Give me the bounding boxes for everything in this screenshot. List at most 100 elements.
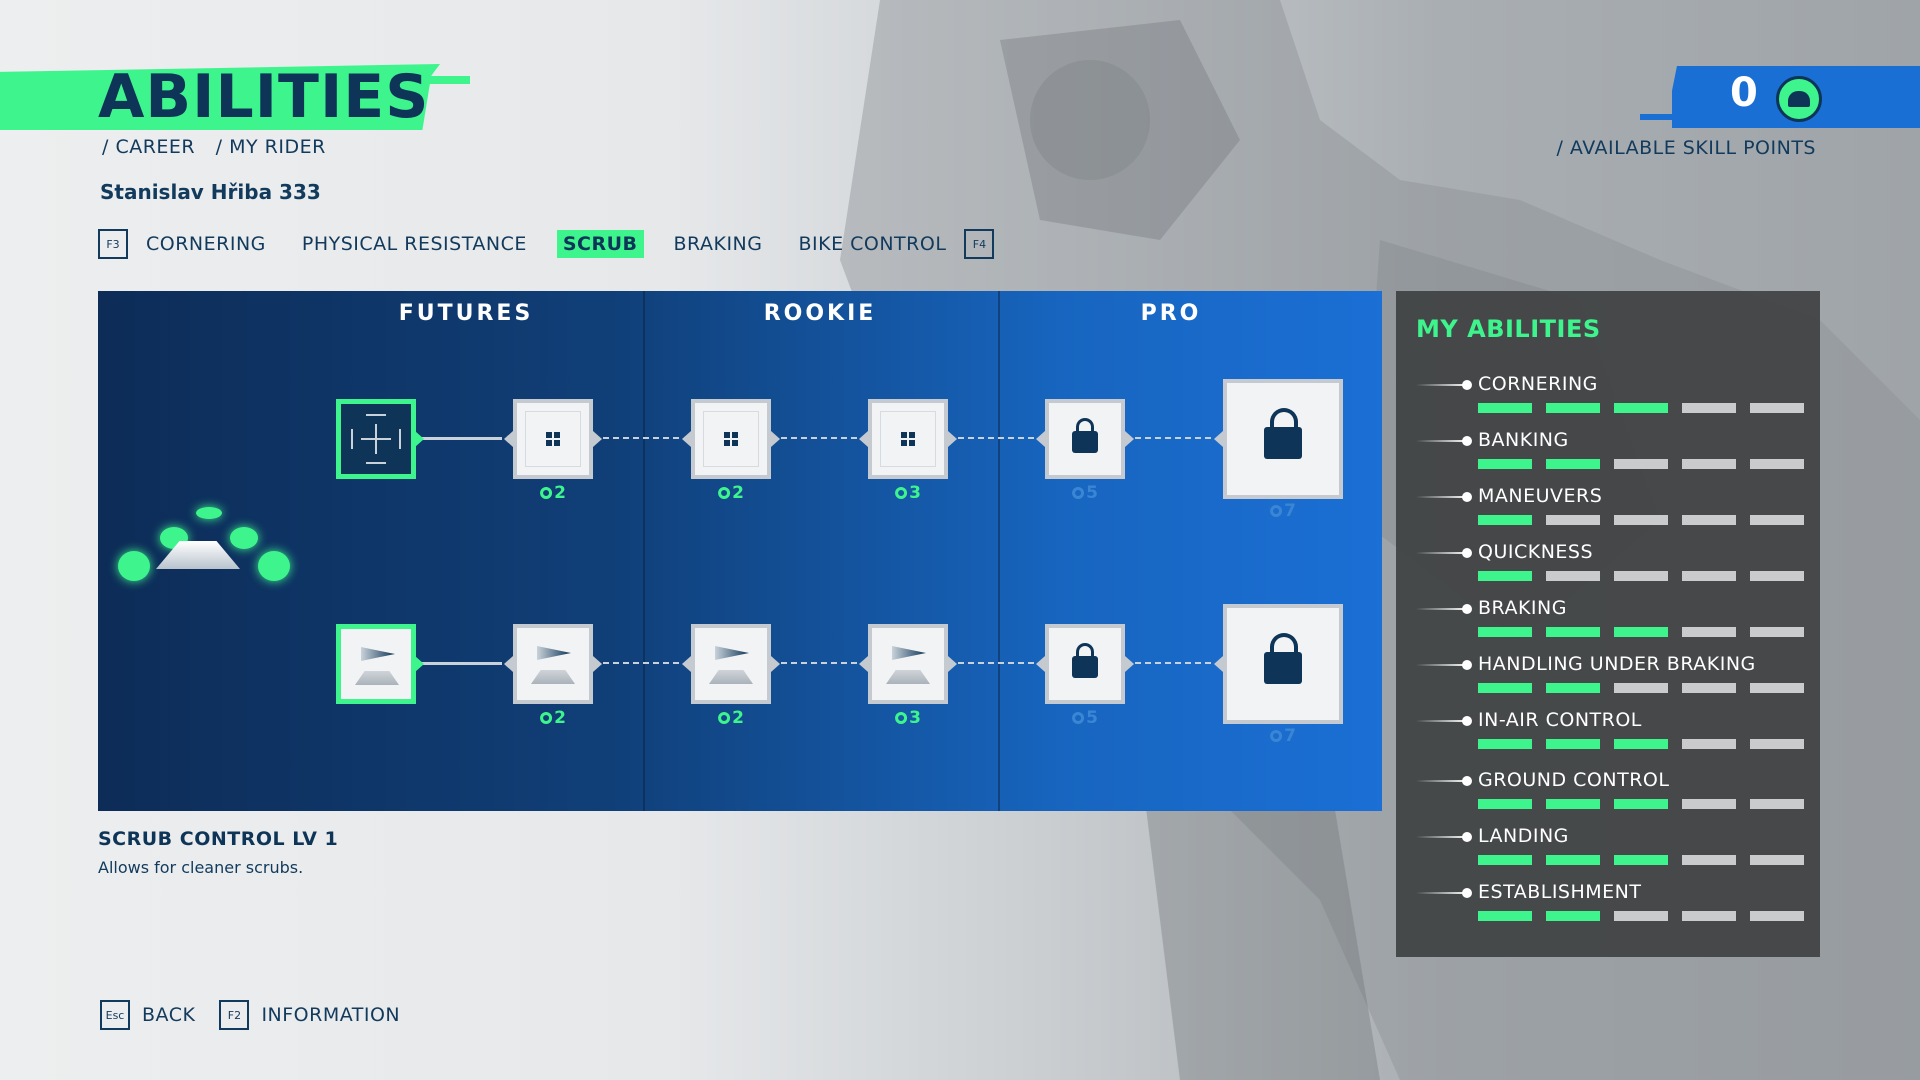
ability-name: HANDLING UNDER BRAKING — [1478, 653, 1756, 675]
scrub-jump-icon — [355, 643, 399, 687]
back-button[interactable]: BACK — [142, 1004, 196, 1026]
pointer-icon — [1416, 492, 1472, 502]
ramp-shape — [886, 670, 930, 684]
pointer-icon — [1416, 436, 1472, 446]
skill-node-precision-1[interactable] — [336, 399, 424, 479]
node-arrow — [504, 656, 513, 672]
f2-key-hint[interactable]: F2 — [219, 1000, 250, 1030]
skill-point-icon — [1072, 487, 1085, 499]
skill-point-icon — [895, 487, 908, 499]
node-arrow — [1125, 656, 1134, 672]
column-divider — [643, 291, 645, 811]
node-arrow — [682, 431, 691, 447]
skill-node-scrub-1[interactable] — [336, 624, 424, 704]
crosshair-icon — [901, 432, 915, 446]
indicator-dot — [118, 551, 150, 581]
rider-name: Stanislav Hřiba 333 — [100, 180, 321, 204]
scrub-category-icon — [118, 501, 290, 581]
skill-cost: 2 — [540, 708, 566, 728]
ability-name: CORNERING — [1478, 373, 1598, 395]
tab-bike-control[interactable]: BIKE CONTROL — [798, 233, 947, 255]
ability-level-segment — [1478, 911, 1532, 921]
tree-connector — [948, 437, 1034, 439]
ability-level-segment — [1614, 403, 1668, 413]
breadcrumb-my-rider: / MY RIDER — [215, 136, 326, 158]
ability-level-segment — [1682, 855, 1736, 865]
node-arrow — [771, 656, 780, 672]
frame-corners — [351, 414, 401, 464]
ability-level-segment — [1478, 739, 1532, 749]
tab-physical-resistance[interactable]: PHYSICAL RESISTANCE — [301, 233, 527, 255]
ability-row: BANKING — [1396, 427, 1820, 479]
ability-name: ESTABLISHMENT — [1478, 881, 1642, 903]
skill-point-icon — [718, 487, 731, 499]
my-abilities-title: MY ABILITIES — [1416, 315, 1601, 343]
ability-level-segment — [1478, 459, 1532, 469]
ability-level-segment — [1682, 739, 1736, 749]
ability-level-segment — [1682, 911, 1736, 921]
skill-node-precision-2[interactable] — [504, 399, 602, 479]
ability-name: IN-AIR CONTROL — [1478, 709, 1642, 731]
flag-shape — [537, 646, 571, 660]
node-arrow — [859, 431, 868, 447]
ability-row: BRAKING — [1396, 595, 1820, 647]
pointer-icon — [1416, 832, 1472, 842]
flag-shape — [892, 646, 926, 660]
tree-connector — [1125, 662, 1211, 664]
ability-name: GROUND CONTROL — [1478, 769, 1670, 791]
lock-icon — [1072, 642, 1098, 678]
esc-key-hint[interactable]: Esc — [100, 1000, 130, 1030]
skill-cost: 2 — [718, 708, 744, 728]
tree-connector — [771, 662, 857, 664]
skill-points-stripe — [1640, 114, 1920, 120]
ramp-shape — [531, 670, 575, 684]
node-arrow — [504, 431, 513, 447]
skill-node-scrub-6[interactable] — [1214, 604, 1343, 724]
pointer-icon — [1416, 660, 1472, 670]
skill-cost-value: 2 — [732, 708, 744, 728]
lock-icon — [1264, 633, 1302, 685]
tree-connector — [416, 437, 502, 440]
ability-level-segment — [1614, 799, 1668, 809]
tab-cornering[interactable]: CORNERING — [146, 233, 266, 255]
node-arrow — [415, 656, 424, 672]
skill-node-scrub-2[interactable] — [504, 624, 602, 704]
f3-key-hint[interactable]: F3 — [98, 229, 128, 259]
skill-cost-value: 3 — [909, 483, 921, 503]
skill-node-scrub-3[interactable] — [682, 624, 780, 704]
ability-level-segment — [1478, 515, 1532, 525]
helmet-icon — [1776, 76, 1822, 122]
skill-points-value: 0 — [1730, 70, 1758, 116]
f4-key-hint[interactable]: F4 — [964, 229, 995, 259]
skill-cost-value: 5 — [1086, 483, 1098, 503]
skill-node-scrub-5[interactable] — [1036, 624, 1134, 704]
skill-node-precision-3[interactable] — [682, 399, 780, 479]
scrub-jump-icon — [709, 642, 753, 686]
skill-node-precision-5[interactable] — [1036, 399, 1134, 479]
ability-level-segment — [1546, 403, 1600, 413]
skill-cost: 2 — [540, 483, 566, 503]
ability-level-bars — [1478, 571, 1804, 581]
node-arrow — [771, 431, 780, 447]
ability-level-segment — [1478, 627, 1532, 637]
tab-braking[interactable]: BRAKING — [673, 233, 763, 255]
skill-cost: 5 — [1072, 483, 1098, 503]
ability-level-segment — [1750, 515, 1804, 525]
skill-point-icon — [1270, 505, 1283, 517]
node-arrow — [1036, 656, 1045, 672]
node-arrow — [593, 656, 602, 672]
ability-name: MANEUVERS — [1478, 485, 1603, 507]
frame-corners — [525, 411, 581, 467]
skill-node-scrub-4[interactable] — [859, 624, 957, 704]
skill-cost-value: 5 — [1086, 708, 1098, 728]
skill-node-precision-6[interactable] — [1214, 379, 1343, 499]
ability-level-segment — [1546, 571, 1600, 581]
ability-row: MANEUVERS — [1396, 483, 1820, 535]
ability-row: QUICKNESS — [1396, 539, 1820, 591]
tab-scrub[interactable]: SCRUB — [556, 230, 644, 258]
information-button[interactable]: INFORMATION — [261, 1004, 401, 1026]
ability-level-segment — [1614, 571, 1668, 581]
ability-name: QUICKNESS — [1478, 541, 1594, 563]
selected-skill-description: Allows for cleaner scrubs. — [98, 858, 304, 877]
skill-node-precision-4[interactable] — [859, 399, 957, 479]
